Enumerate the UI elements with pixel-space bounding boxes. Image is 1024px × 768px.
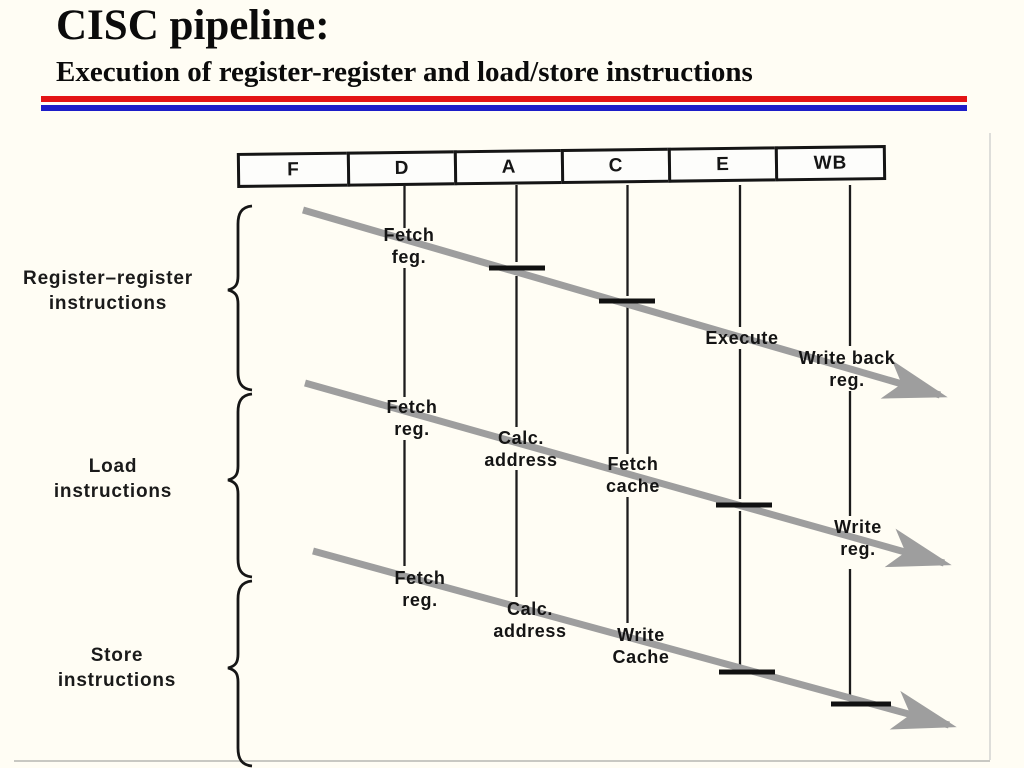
stage-tick-marks: [489, 265, 891, 707]
label-load-write-reg: Write reg.: [834, 517, 882, 559]
arrow-load: [304, 379, 952, 568]
label-store-calc-address: Calc. address: [493, 599, 567, 641]
group-label-store: Store instructions: [57, 645, 177, 691]
page-title: CISC pipeline:: [56, 2, 330, 49]
page-subtitle: Execution of register-register and load/…: [56, 56, 753, 88]
label-store-write-cache: Write Cache: [612, 625, 670, 667]
group-braces: [227, 204, 253, 768]
label-load-fetch-cache: Fetch cache: [605, 454, 661, 496]
label-rr-write-back-reg: Write back reg.: [798, 348, 896, 390]
label-store-fetch-reg: Fetch reg.: [394, 568, 446, 610]
group-label-register-register: Register–register instructions: [23, 268, 193, 314]
arrow-store: [312, 547, 957, 730]
stage-box-e: E: [667, 146, 779, 183]
brace-register-register: [227, 204, 253, 392]
stage-vertical-lines: [403, 185, 852, 696]
stage-label-c: C: [608, 154, 624, 176]
stage-box-a: A: [453, 148, 565, 186]
label-rr-fetch-reg: Fetch feg.: [383, 225, 435, 267]
label-load-calc-address: Calc. address: [484, 428, 558, 470]
stage-label-a: A: [501, 156, 517, 178]
scan-edges: [14, 133, 991, 762]
stage-label-f: F: [287, 158, 300, 180]
label-load-fetch-reg: Fetch reg.: [386, 397, 438, 439]
red-divider-line: [41, 96, 967, 102]
stage-label-wb: WB: [813, 152, 848, 174]
stage-box-wb: WB: [774, 145, 887, 182]
stage-box-d: D: [346, 150, 458, 187]
stage-label-d: D: [394, 157, 410, 179]
label-rr-execute: Execute: [705, 328, 779, 348]
brace-load: [227, 392, 253, 579]
stage-box-f: F: [236, 151, 351, 188]
brace-store: [227, 579, 253, 768]
stage-label-e: E: [716, 153, 730, 175]
blue-divider-line: [41, 105, 967, 111]
stage-box-c: C: [560, 147, 672, 185]
group-label-load: Load instructions: [53, 456, 173, 502]
